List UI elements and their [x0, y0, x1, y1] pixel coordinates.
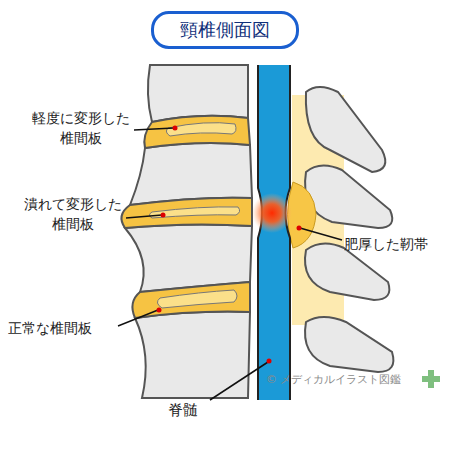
vertebra [125, 224, 252, 292]
watermark: © メディカルイラスト図鑑 [266, 372, 402, 388]
lamina [305, 317, 393, 372]
lamina [305, 165, 392, 228]
vertebra [130, 143, 252, 205]
disc-label: 軽度に変形した 椎間板 [30, 108, 132, 149]
disc-label: 潰れて変形した 椎間板 [22, 194, 124, 235]
disc [121, 198, 252, 228]
vertebra [148, 65, 248, 122]
cord-label: 脊髄 [168, 400, 198, 422]
lamina [306, 87, 385, 172]
watermark-icon [422, 370, 440, 388]
ligament-label: 肥厚した靭帯 [344, 234, 428, 254]
title: 頸椎側面図 [151, 11, 299, 49]
disc-label: 正常な椎間板 [8, 318, 118, 338]
disc [144, 116, 250, 148]
compression-glow [252, 193, 292, 233]
